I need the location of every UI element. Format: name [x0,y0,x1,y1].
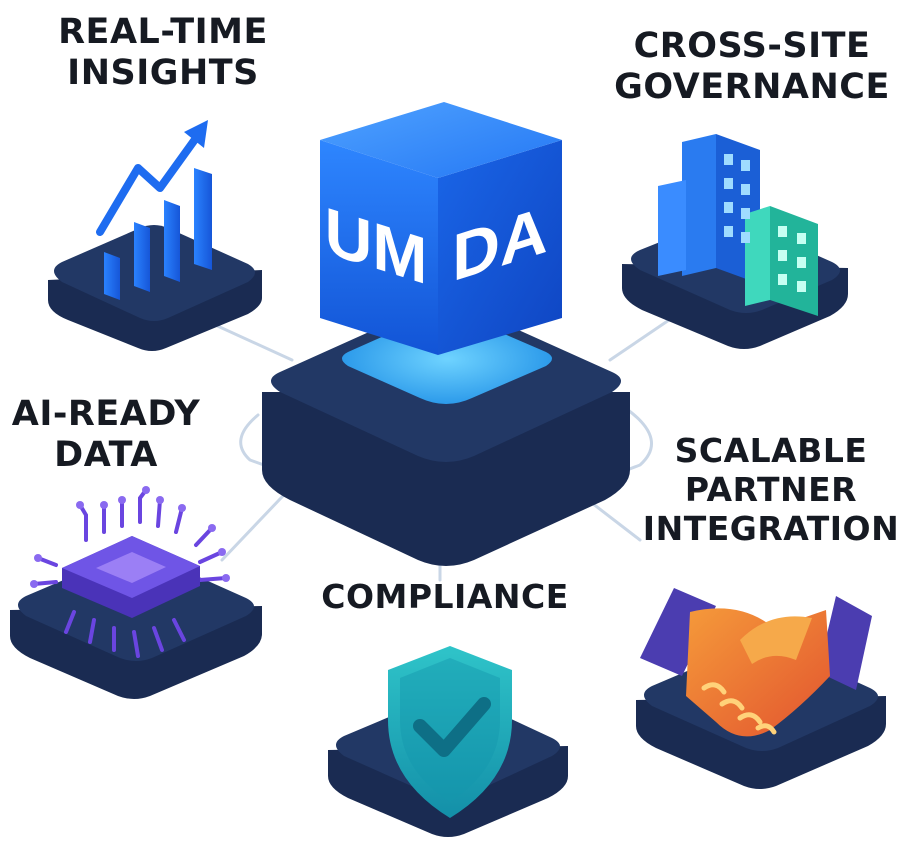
label-line: PARTNER [684,469,858,509]
label-line: SCALABLE [674,431,868,470]
rising-bar-chart-icon [96,120,212,300]
label-real-time-insights: REAL-TIME INSIGHTS [48,12,278,95]
office-buildings-icon [658,134,818,316]
label-ai-ready-data: AI-READY DATA [6,394,206,477]
label-cross-site-governance: CROSS-SITE GOVERNANCE [612,26,892,109]
label-line: INTEGRATION [642,508,900,548]
shield-check-icon [388,646,512,818]
connector-partner [571,408,653,542]
label-line: COMPLIANCE [321,577,569,616]
microchip-icon [30,486,230,658]
label-scalable-partner-integration: SCALABLE PARTNER INTEGRATION [640,431,902,549]
hub-cube: UM DA [320,102,562,355]
label-line: REAL-TIME [58,12,268,52]
handshake-icon [640,588,872,737]
label-compliance: COMPLIANCE [300,577,590,617]
connector-governance [608,316,674,362]
label-line: DATA [54,435,158,476]
label-line: CROSS-SITE [633,26,871,66]
label-line: GOVERNANCE [614,67,890,108]
label-line: INSIGHTS [67,53,259,94]
label-line: AI-READY [11,394,201,434]
